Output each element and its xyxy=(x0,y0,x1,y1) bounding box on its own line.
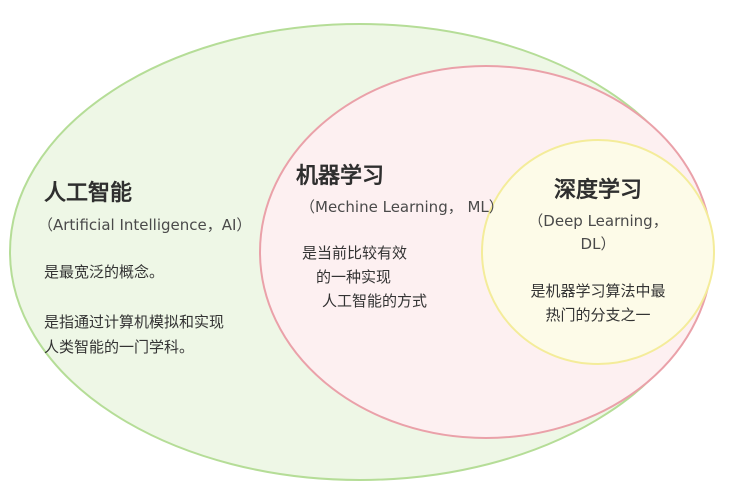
ai-subtitle: （Artificial Intelligence，AI） xyxy=(38,216,252,234)
ai-desc-line: 是指通过计算机模拟和实现 xyxy=(44,313,225,331)
ai-title: 人工智能 xyxy=(44,181,133,206)
ml-desc-line: 是当前比较有效 xyxy=(302,244,408,262)
ml-title: 机器学习 xyxy=(296,164,385,189)
ml-desc-line: 的一种实现 xyxy=(316,268,392,286)
ml-desc-line: 人工智能的方式 xyxy=(322,292,428,310)
ai-desc-line: 是最宽泛的概念。 xyxy=(44,263,165,281)
dl-desc-line: 热门的分支之一 xyxy=(545,306,651,324)
dl-subtitle-line: DL） xyxy=(580,235,616,253)
ai-desc-line: 人类智能的一门学科。 xyxy=(44,338,195,356)
dl-title: 深度学习 xyxy=(553,178,643,203)
dl-subtitle-line: （Deep Learning， xyxy=(528,212,668,230)
dl-ellipse xyxy=(481,139,715,365)
ml-subtitle: （Mechine Learning， ML） xyxy=(300,198,504,216)
dl-desc-line: 是机器学习算法中最 xyxy=(530,282,666,300)
